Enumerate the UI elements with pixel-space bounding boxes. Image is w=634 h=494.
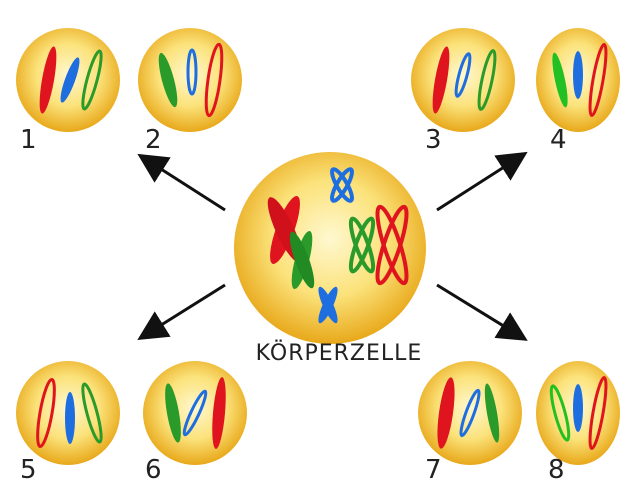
cell-number-2: 2 bbox=[145, 125, 162, 155]
cell-8 bbox=[536, 361, 620, 465]
arrow-to-5-6 bbox=[137, 283, 226, 340]
cell-number-3: 3 bbox=[425, 125, 442, 155]
arrow-to-3-4 bbox=[436, 151, 528, 212]
cell-4 bbox=[536, 28, 620, 132]
arrow-to-1-2 bbox=[137, 153, 226, 212]
chromosome-blue-top bbox=[330, 167, 354, 203]
chromosome-green-large bbox=[289, 230, 315, 290]
cell-number-6: 6 bbox=[145, 455, 162, 485]
chromosome-green-outline bbox=[348, 216, 376, 274]
cell-number-5: 5 bbox=[20, 455, 37, 485]
arrows bbox=[137, 151, 528, 341]
cell-3 bbox=[411, 28, 515, 132]
chromosome-red-outline bbox=[375, 204, 409, 286]
chromosome-blue-bottom bbox=[318, 286, 338, 324]
cell-number-8: 8 bbox=[548, 455, 565, 485]
cell-number-4: 4 bbox=[550, 125, 567, 155]
cell-5 bbox=[16, 361, 120, 465]
cell-2 bbox=[138, 28, 242, 132]
cell-number-1: 1 bbox=[20, 125, 37, 155]
arrow-to-7-8 bbox=[436, 283, 528, 341]
body-cell-label: Körperzelle bbox=[256, 340, 423, 366]
cell-1 bbox=[16, 28, 120, 132]
cell-number-7: 7 bbox=[425, 455, 442, 485]
body-cell bbox=[234, 152, 426, 344]
cell-6 bbox=[143, 361, 247, 465]
cell-7 bbox=[418, 361, 522, 465]
